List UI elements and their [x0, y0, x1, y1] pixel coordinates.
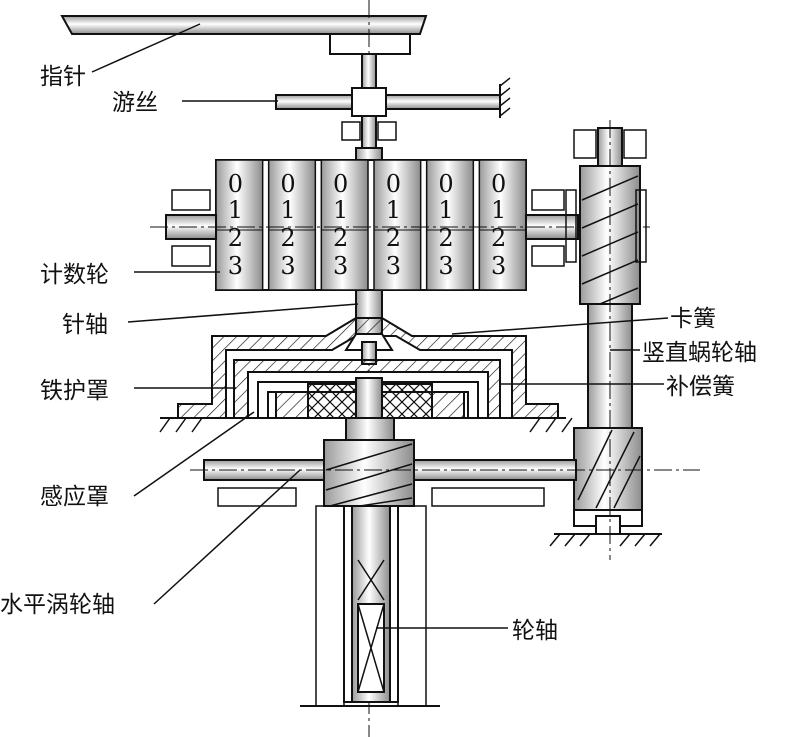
wheel-shaft-upper	[345, 417, 395, 441]
label-pointer: 指针	[40, 64, 86, 90]
counter-digit: 0	[228, 170, 243, 198]
counter-digit: 0	[280, 170, 295, 198]
leader-lines	[91, 23, 669, 629]
counter-digit: 3	[438, 252, 453, 280]
counter-digit: 0	[491, 170, 506, 198]
pointer-part	[60, 15, 428, 55]
label-compensation-spring: 补偿簧	[666, 374, 735, 400]
vertical-worm-shaft-part	[549, 127, 662, 547]
counter-digit: 1	[386, 196, 401, 224]
label-hairspring: 游丝	[112, 90, 158, 116]
counter-digit: 2	[228, 224, 243, 252]
counter-digit: 3	[386, 252, 401, 280]
counter-shaft-right	[525, 189, 579, 267]
counter-digit: 1	[280, 196, 295, 224]
label-horizontal-worm-shaft: 水平涡轮轴	[0, 592, 115, 618]
counter-shaft-left	[165, 189, 217, 267]
counter-digit: 3	[280, 252, 295, 280]
label-iron-cover: 铁护罩	[40, 378, 109, 404]
counter-digit: 0	[438, 170, 453, 198]
counter-digit: 1	[333, 196, 348, 224]
label-wheel-shaft: 轮轴	[512, 618, 558, 644]
clip-spring-part	[344, 333, 394, 365]
wheel-shaft-part	[300, 505, 440, 707]
counter-digit: 3	[228, 252, 243, 280]
counter-digit: 2	[491, 224, 506, 252]
label-vertical-worm-shaft: 竖直蜗轮轴	[642, 340, 757, 366]
hairspring-part	[275, 77, 511, 118]
counter-digit: 3	[333, 252, 348, 280]
counter-digit: 1	[491, 196, 506, 224]
counter-digit: 1	[438, 196, 453, 224]
counter-digit: 0	[333, 170, 348, 198]
counter-digit: 3	[491, 252, 506, 280]
horizontal-worm-shaft-part	[203, 439, 577, 507]
label-induction-cover: 感应罩	[40, 484, 109, 510]
counter-digit: 1	[228, 196, 243, 224]
upper-bearing	[341, 121, 397, 141]
label-counter-wheel: 计数轮	[40, 262, 109, 288]
magnet-part	[275, 377, 465, 419]
label-pointer-shaft: 针轴	[62, 312, 108, 338]
counter-digit: 0	[386, 170, 401, 198]
counter-digit: 2	[280, 224, 295, 252]
counter-digit: 2	[438, 224, 453, 252]
counter-digit: 2	[333, 224, 348, 252]
counter-digit: 2	[386, 224, 401, 252]
label-clip-spring: 卡簧	[670, 306, 716, 332]
